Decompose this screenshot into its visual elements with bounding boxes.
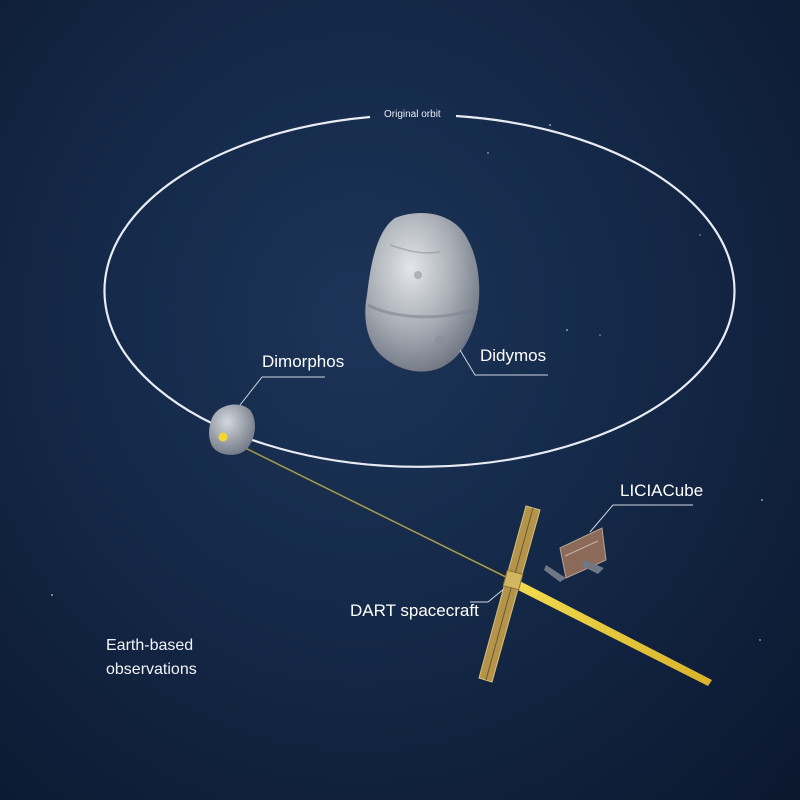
leader-lines bbox=[239, 349, 693, 603]
earth-observations-label: Earth-based observations bbox=[106, 634, 246, 682]
dart-spacecraft-label: DART spacecraft bbox=[350, 601, 479, 620]
dart-spacecraft bbox=[478, 505, 541, 683]
stars bbox=[51, 124, 763, 641]
didymos-label: Didymos bbox=[480, 346, 547, 365]
dimorphos-label: Dimorphos bbox=[262, 352, 345, 371]
observation-line bbox=[222, 436, 513, 581]
dart-trajectory-beam bbox=[506, 576, 712, 686]
dimorphos-asteroid bbox=[209, 404, 255, 455]
liciacube-label: LICIACube bbox=[620, 481, 704, 500]
orbit-label: Original orbit bbox=[384, 109, 441, 120]
liciacube-spacecraft bbox=[544, 527, 607, 582]
earth-observations-line2: observations bbox=[106, 661, 197, 678]
earth-observations-line1: Earth-based bbox=[106, 637, 194, 654]
original-orbit-ellipse bbox=[103, 114, 736, 468]
didymos-asteroid bbox=[365, 213, 480, 372]
